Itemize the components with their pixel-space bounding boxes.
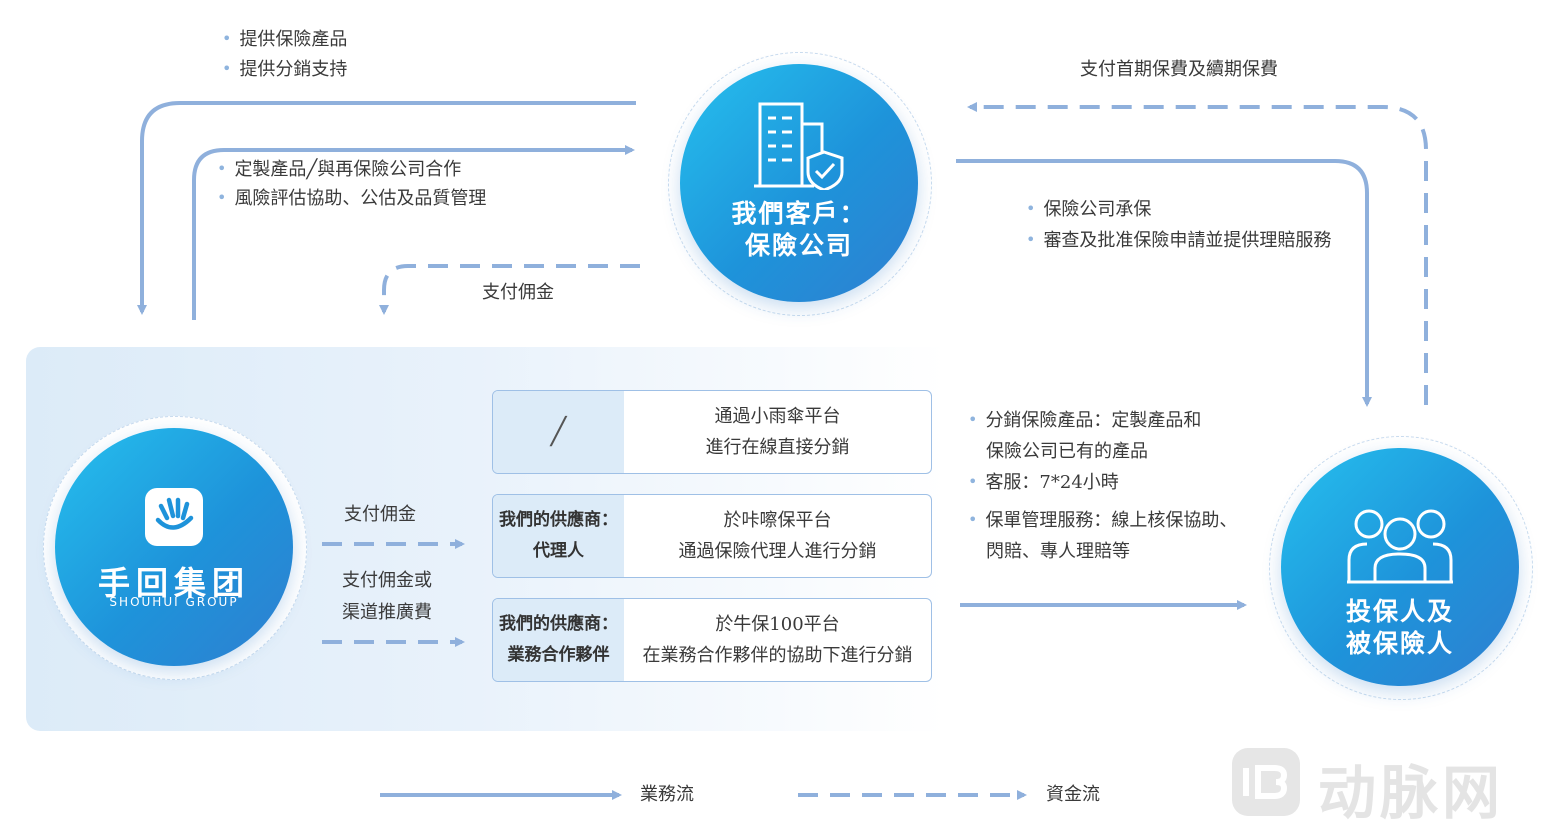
customer-label-2: 被保險人 [1345, 629, 1454, 658]
legend-funds-label: 資金流 [1046, 784, 1100, 805]
funds-insurer-to-company [379, 264, 640, 315]
channel-partner-line2: 在業務合作夥伴的協助下進行分銷 [642, 645, 913, 666]
people-group-icon [1347, 509, 1453, 584]
flow-company-to-insurer [192, 145, 635, 320]
flow-insurer-to-customer [956, 159, 1372, 407]
annotation-custom-products: 定製產品╱與再保險公司合作 [217, 161, 461, 179]
channel-agent-line1: 於咔嚓保平台 [723, 510, 832, 531]
customer-label-1: 投保人及 [1345, 597, 1454, 626]
channel-direct-left: ╱ [493, 391, 624, 473]
annotation-pay-fee-2: 渠道推廣費 [342, 602, 432, 623]
annotation-policy-management: 保單管理服務：線上核保協助、 [968, 512, 1237, 530]
channel-agent-supplier: 我們的供應商： [499, 510, 618, 530]
annotation-pay-commission-top: 支付佣金 [482, 282, 554, 303]
channel-partner-supplier: 我們的供應商： [499, 614, 618, 634]
annotation-provide-distribution: 提供分銷支持 [222, 61, 347, 79]
channel-agent-line2: 通過保險代理人進行分銷 [678, 541, 877, 562]
channel-direct-right: 通過小雨傘平台 進行在線直接分銷 [624, 391, 931, 473]
insurer-node: 我們客戶： 保險公司 [680, 64, 918, 302]
channel-agent-type: 代理人 [533, 541, 584, 561]
flow-insurer-to-company [137, 101, 636, 315]
funds-customer-to-insurer [967, 102, 1428, 405]
watermark-text: 动脉网 [1318, 759, 1505, 827]
channel-partner-right: 於牛保100平台 在業務合作夥伴的協助下進行分銷 [624, 599, 931, 681]
annotation-distribute-products: 分銷保險產品：定製產品和 [968, 412, 1201, 430]
channel-direct-line2: 進行在線直接分銷 [705, 437, 850, 458]
channel-partner-line1: 於牛保100平台 [715, 614, 840, 635]
annotation-claims-service: 審查及批准保險申請並提供理賠服務 [1026, 232, 1331, 250]
annotation-customer-service: 客服：7*24小時 [968, 474, 1118, 492]
company-node: 手回集团 SHOUHUI GROUP [55, 428, 293, 666]
channel-agent-left: 我們的供應商： 代理人 [493, 495, 624, 577]
annotation-provide-products: 提供保險產品 [222, 31, 347, 49]
annotation-existing-products: 保險公司已有的產品 [986, 441, 1148, 462]
channel-row-partner: 我們的供應商： 業務合作夥伴 於牛保100平台 在業務合作夥伴的協助下進行分銷 [492, 598, 932, 682]
channel-direct-slash: ╱ [550, 416, 567, 447]
insurer-label-2: 保險公司 [744, 231, 853, 260]
channel-agent-right: 於咔嚓保平台 通過保險代理人進行分銷 [624, 495, 931, 577]
channel-row-direct: ╱ 通過小雨傘平台 進行在線直接分銷 [492, 390, 932, 474]
annotation-underwriting: 保險公司承保 [1026, 201, 1151, 219]
annotation-pay-fee-1: 支付佣金或 [342, 570, 432, 591]
company-name-en: SHOUHUI GROUP [109, 595, 239, 609]
insurer-label-1: 我們客戶： [731, 199, 867, 228]
company-name-cn: 手回集团 [97, 564, 250, 602]
legend-business-label: 業務流 [640, 784, 694, 805]
watermark-logo-icon [1232, 748, 1300, 816]
channel-direct-line1: 通過小雨傘平台 [714, 406, 841, 427]
annotation-pay-commission-mid: 支付佣金 [344, 504, 416, 525]
annotation-premium-payment: 支付首期保費及續期保費 [1080, 59, 1278, 80]
channel-partner-left: 我們的供應商： 業務合作夥伴 [493, 599, 624, 681]
annotation-risk-assessment: 風險評估協助、公估及品質管理 [217, 190, 486, 208]
customer-node: 投保人及 被保險人 [1281, 448, 1519, 686]
channel-row-agent: 我們的供應商： 代理人 於咔嚓保平台 通過保險代理人進行分銷 [492, 494, 932, 578]
building-shield-icon [754, 102, 844, 190]
annotation-fast-claims: 閃賠、專人理賠等 [986, 541, 1130, 562]
channel-partner-type: 業務合作夥伴 [507, 645, 610, 665]
hand-logo-icon [145, 488, 203, 546]
